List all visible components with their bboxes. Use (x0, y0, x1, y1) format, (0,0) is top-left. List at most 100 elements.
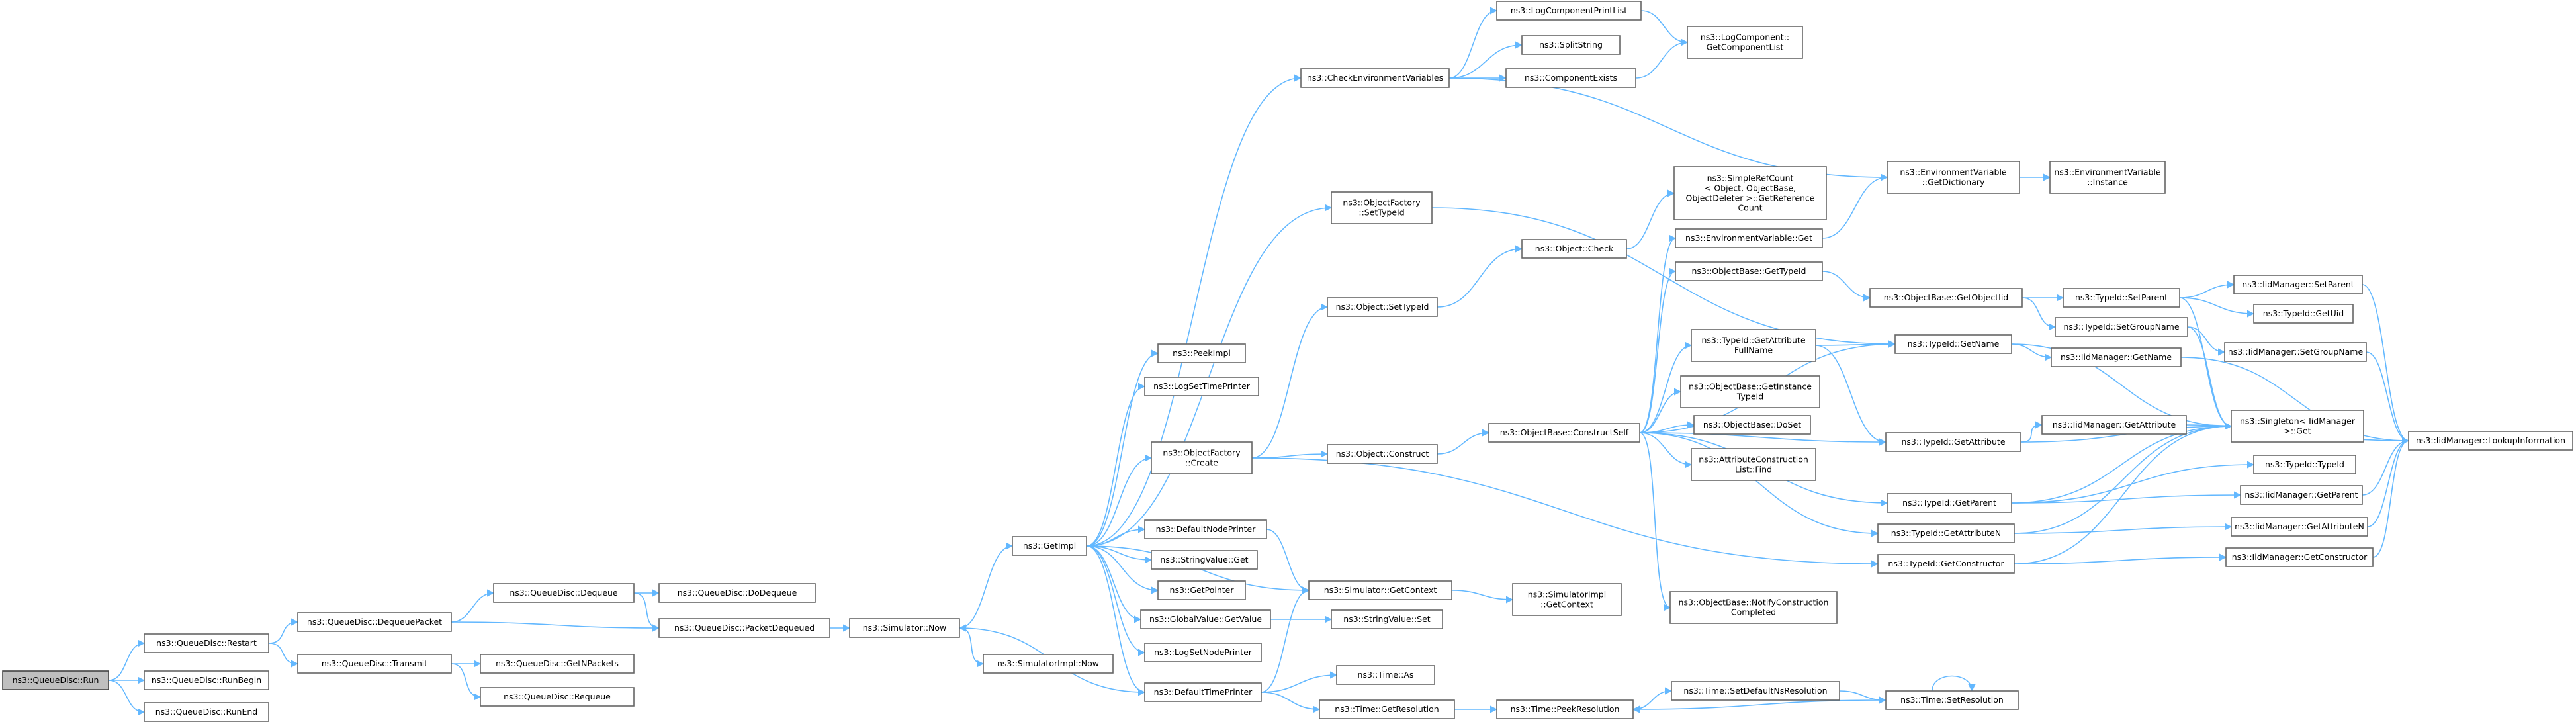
edge-getimpl-to-getpointer (1086, 545, 1159, 594)
node-iidmgrsetparent[interactable]: ns3::IidManager::SetParent (2233, 275, 2363, 294)
node-peekimpl[interactable]: ns3::PeekImpl (1157, 343, 1246, 363)
node-tidgetconstructor[interactable]: ns3::TypeId::GetConstructor (1877, 554, 2015, 574)
node-iidmgrgetname[interactable]: ns3::IidManager::GetName (2051, 347, 2182, 367)
node-defaulttimeprinter[interactable]: ns3::DefaultTimePrinter (1144, 682, 1262, 702)
node-iidmgrgetattributen[interactable]: ns3::IidManager::GetAttributeN (2231, 517, 2368, 537)
node-tidgetattribute[interactable]: ns3::TypeId::GetAttribute (1885, 432, 2021, 452)
node-label: ns3::StringValue::Get (1160, 555, 1248, 564)
node-obgetobjectiid[interactable]: ns3::ObjectBase::GetObjectIid (1869, 288, 2023, 308)
node-timegetresolution[interactable]: ns3::Time::GetResolution (1319, 699, 1455, 719)
edge-tidgetattributen-to-iidmgrgetattributen (2014, 523, 2233, 534)
node-singletonget[interactable]: ns3::Singleton< IidManager >::Get (2231, 410, 2364, 443)
node-globalvaluegetvalue[interactable]: ns3::GlobalValue::GetValue (1140, 609, 1271, 629)
node-box (1521, 35, 1621, 55)
node-runend[interactable]: ns3::QueueDisc::RunEnd (144, 702, 269, 722)
node-label: GetComponentList (1707, 42, 1784, 52)
node-simplerefcount[interactable]: ns3::SimpleRefCount< Object, ObjectBase,… (1673, 166, 1827, 220)
node-simimplgetcontext[interactable]: ns3::SimulatorImpl::GetContext (1512, 583, 1622, 616)
node-box (1885, 432, 2021, 452)
node-simnow[interactable]: ns3::Simulator::Now (849, 618, 960, 638)
node-ofcreate[interactable]: ns3::ObjectFactory::Create (1151, 441, 1253, 474)
node-iidmgrlookupinfo[interactable]: ns3::IidManager::LookupInformation (2408, 431, 2573, 451)
node-label: ns3::IidManager::GetParent (2244, 490, 2358, 500)
node-tidsetgroupname[interactable]: ns3::TypeId::SetGroupName (2055, 317, 2188, 337)
node-label: ns3::Simulator::GetContext (1324, 585, 1437, 595)
node-iidmgrgetattribute[interactable]: ns3::IidManager::GetAttribute (2041, 415, 2187, 435)
edge-timesetresolution-to-timesetresolution (1932, 675, 1976, 692)
node-restart[interactable]: ns3::QueueDisc::Restart (144, 633, 269, 653)
node-getimpl[interactable]: ns3::GetImpl (1012, 536, 1087, 556)
node-defaultnodeprinter[interactable]: ns3::DefaultNodePrinter (1144, 519, 1267, 539)
node-box (1877, 554, 2015, 574)
node-box (2231, 517, 2368, 537)
node-getnpackets[interactable]: ns3::QueueDisc::GetNPackets (480, 654, 635, 674)
node-label: ns3::ObjectFactory (1343, 198, 1421, 208)
node-logcompprintlist[interactable]: ns3::LogComponentPrintList (1496, 1, 1642, 21)
node-box (1691, 329, 1816, 362)
node-label: ns3::Time::SetDefaultNsResolution (1683, 686, 1827, 696)
node-label: ns3::TypeId::SetGroupName (2063, 322, 2179, 332)
node-envvarget[interactable]: ns3::EnvironmentVariable::Get (1675, 228, 1823, 248)
node-getpointer[interactable]: ns3::GetPointer (1157, 580, 1246, 600)
node-tidsetparent[interactable]: ns3::TypeId::SetParent (2063, 288, 2180, 308)
node-iidmgrgetparent[interactable]: ns3::IidManager::GetParent (2240, 485, 2363, 505)
node-componentexists[interactable]: ns3::ComponentExists (1505, 68, 1636, 88)
node-obnotifyconstructioncompleted[interactable]: ns3::ObjectBase::NotifyConstructionCompl… (1669, 591, 1838, 624)
node-timesetresolution[interactable]: ns3::Time::SetResolution (1885, 690, 2019, 710)
node-label: ns3::ObjectBase::ConstructSelf (1500, 428, 1629, 437)
node-box (144, 702, 269, 722)
node-requeue[interactable]: ns3::QueueDisc::Requeue (480, 687, 635, 707)
node-iidmgrgetconstructor[interactable]: ns3::IidManager::GetConstructor (2225, 547, 2374, 567)
edge-tidgetname-to-iidmgrgetname (2011, 343, 2053, 361)
node-tidtypeid[interactable]: ns3::TypeId::TypeId (2253, 455, 2356, 474)
node-dequeuepacket[interactable]: ns3::QueueDisc::DequeuePacket (297, 612, 452, 632)
node-label: ns3::QueueDisc::RunBegin (152, 675, 261, 685)
node-logsetnodeprinter[interactable]: ns3::LogSetNodePrinter (1144, 643, 1262, 662)
node-simimplnow[interactable]: ns3::SimulatorImpl::Now (983, 654, 1114, 674)
node-tidgetuid[interactable]: ns3::TypeId::GetUid (2253, 304, 2354, 324)
node-obgettypeid[interactable]: ns3::ObjectBase::GetTypeId (1675, 261, 1823, 281)
node-dodequeue[interactable]: ns3::QueueDisc::DoDequeue (658, 583, 816, 603)
node-obdoset[interactable]: ns3::ObjectBase::DoSet (1693, 415, 1811, 435)
node-packetdequeued[interactable]: ns3::QueueDisc::PacketDequeued (658, 618, 830, 638)
node-label: ns3::QueueDisc::Restart (156, 638, 257, 648)
node-objsettypeid[interactable]: ns3::Object::SetTypeId (1327, 297, 1438, 317)
node-ofsettypeid[interactable]: ns3::ObjectFactory::SetTypeId (1331, 191, 1433, 224)
node-box (1675, 261, 1823, 281)
node-tidgetname[interactable]: ns3::TypeId::GetName (1894, 334, 2012, 354)
edge-tidgetattrfullname-to-tidgetattribute (1815, 345, 1887, 446)
node-logcompgetlist[interactable]: ns3::LogComponent::GetComponentList (1687, 26, 1803, 59)
node-tidgetparent[interactable]: ns3::TypeId::GetParent (1887, 493, 2012, 513)
node-objcheck[interactable]: ns3::Object::Check (1521, 239, 1627, 259)
node-envvarinstance[interactable]: ns3::EnvironmentVariable::Instance (2049, 161, 2166, 194)
node-run[interactable]: ns3::QueueDisc::Run (2, 670, 109, 690)
node-timeas[interactable]: ns3::Time::As (1336, 665, 1435, 685)
node-runbegin[interactable]: ns3::QueueDisc::RunBegin (144, 670, 269, 690)
node-dequeue[interactable]: ns3::QueueDisc::Dequeue (493, 583, 635, 603)
node-simgetcontext[interactable]: ns3::Simulator::GetContext (1308, 580, 1452, 600)
edge-tidgetconstructor-to-iidmgrgetconstructor (2014, 553, 2227, 564)
node-obconstructself[interactable]: ns3::ObjectBase::ConstructSelf (1488, 423, 1640, 443)
node-tidgetattributen[interactable]: ns3::TypeId::GetAttributeN (1877, 523, 2015, 543)
node-box (297, 654, 452, 674)
node-label: ns3::IidManager::SetGroupName (2228, 347, 2364, 357)
node-timesetdefaultnsres[interactable]: ns3::Time::SetDefaultNsResolution (1671, 681, 1840, 701)
node-label: ns3::SplitString (1539, 40, 1603, 50)
edge-componentexists-to-logcompgetlist (1635, 38, 1689, 79)
node-iidmgrsetgroupname[interactable]: ns3::IidManager::SetGroupName (2224, 342, 2367, 362)
node-checkenv[interactable]: ns3::CheckEnvironmentVariables (1300, 68, 1450, 88)
node-objconstruct[interactable]: ns3::Object::Construct (1327, 444, 1438, 464)
node-label: ns3::SimulatorImpl (1528, 590, 1606, 600)
node-timepeekresolution[interactable]: ns3::Time::PeekResolution (1496, 699, 1634, 719)
node-box (1675, 228, 1823, 248)
node-envvargetdict[interactable]: ns3::EnvironmentVariable::GetDictionary (1887, 161, 2020, 194)
node-stringvalueget[interactable]: ns3::StringValue::Get (1151, 550, 1258, 570)
node-splitstring[interactable]: ns3::SplitString (1521, 35, 1621, 55)
node-stringvalueset[interactable]: ns3::StringValue::Set (1331, 609, 1443, 629)
node-logsettimeprinter[interactable]: ns3::LogSetTimePrinter (1144, 377, 1259, 396)
node-transmit[interactable]: ns3::QueueDisc::Transmit (297, 654, 452, 674)
node-label: ns3::ObjectBase::GetInstance (1689, 382, 1812, 392)
